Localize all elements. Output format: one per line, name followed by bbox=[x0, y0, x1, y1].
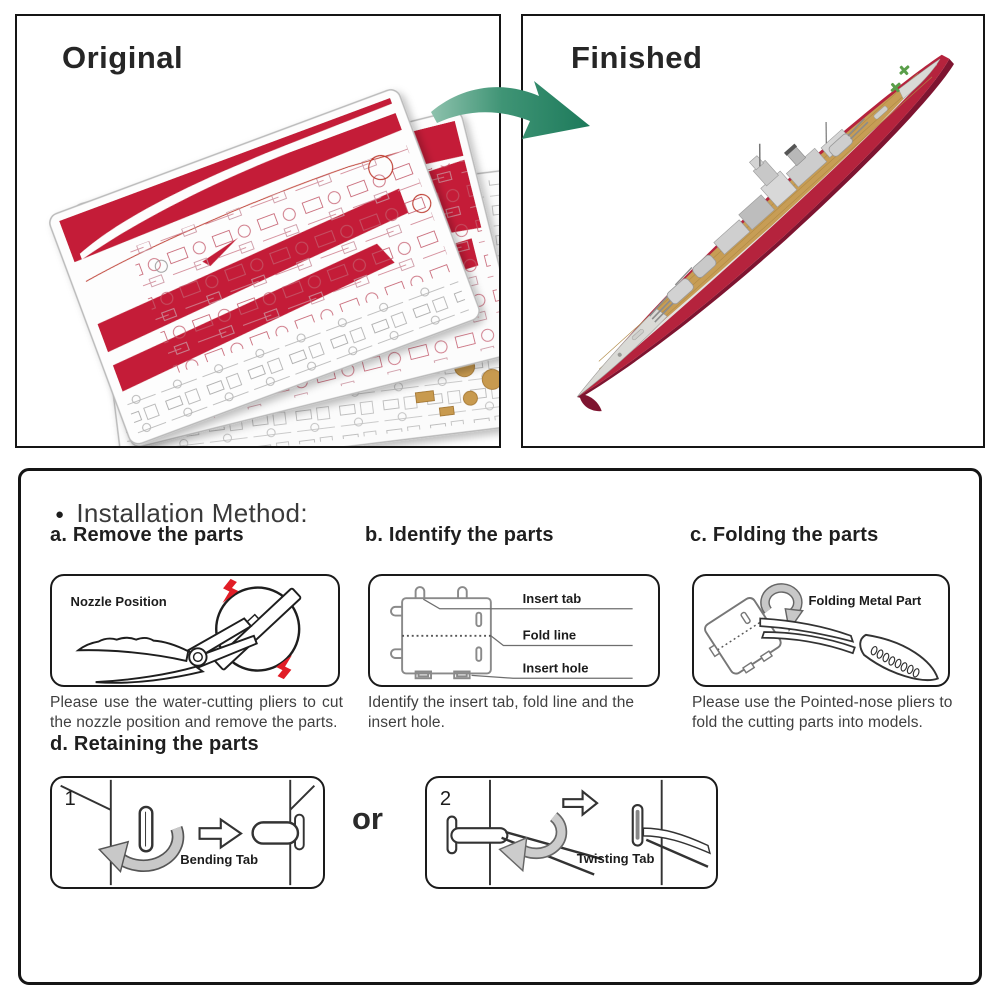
option-1-number: 1 bbox=[65, 788, 76, 810]
step-d-heading: d. Retaining the parts bbox=[50, 733, 259, 755]
bending-tab-diagram: 1 Bending Tab bbox=[50, 776, 325, 889]
step-c-heading: c. Folding the parts bbox=[690, 524, 879, 546]
original-panel: Original bbox=[15, 14, 501, 448]
bullet-icon: ● bbox=[55, 506, 65, 523]
aircraft-icons bbox=[890, 65, 910, 93]
installation-header-text: Installation Method: bbox=[76, 498, 308, 528]
finished-title: Finished bbox=[571, 40, 703, 75]
finished-panel: Finished bbox=[521, 14, 985, 448]
fold-arrow-icon bbox=[760, 583, 804, 632]
step-arrow-icon bbox=[562, 789, 599, 817]
battleship-illustration bbox=[576, 54, 954, 412]
step-a-heading: a. Remove the parts bbox=[50, 524, 244, 546]
flat-tab-icon bbox=[450, 827, 509, 844]
metal-sheets-illustration bbox=[49, 89, 499, 446]
remove-parts-diagram: Nozzle Position bbox=[50, 574, 340, 687]
step-arrow-icon bbox=[198, 817, 243, 850]
pointed-nose-pliers-icon bbox=[759, 617, 939, 681]
battleship-model bbox=[576, 54, 954, 412]
pliers-tip-icon bbox=[642, 827, 711, 855]
installation-header: ● Installation Method: bbox=[55, 498, 308, 529]
folding-metal-part-label: Folding Metal Part bbox=[808, 593, 921, 608]
twisted-tab-icon bbox=[635, 809, 640, 840]
fold-line-label: Fold line bbox=[523, 628, 577, 643]
bend-arrow-icon bbox=[97, 825, 185, 874]
bent-tab-icon bbox=[251, 821, 300, 845]
flat-part-icon bbox=[390, 586, 492, 680]
cut-flash-icon bbox=[222, 578, 292, 680]
original-title: Original bbox=[62, 40, 184, 75]
bending-tab-label: Bending Tab bbox=[180, 852, 258, 867]
step-a-caption: Please use the water-cutting pliers to c… bbox=[50, 694, 343, 731]
nozzle-position-label: Nozzle Position bbox=[71, 594, 167, 609]
twisting-tab-diagram: 2 Twisting Tab bbox=[425, 776, 718, 889]
tilted-part-icon bbox=[704, 597, 782, 675]
step-b-heading: b. Identify the parts bbox=[365, 524, 554, 546]
or-label: or bbox=[352, 801, 383, 836]
insert-hole-label: Insert hole bbox=[523, 660, 589, 675]
option-2-number: 2 bbox=[440, 788, 451, 810]
metal-sheet-front bbox=[49, 89, 480, 445]
cutting-pliers-icon bbox=[75, 617, 258, 684]
arrow-right-icon bbox=[431, 81, 590, 139]
step-b-caption: Identify the insert tab, fold line and t… bbox=[368, 694, 635, 731]
twisting-tab-label: Twisting Tab bbox=[577, 851, 655, 866]
step-c-caption: Please use the Pointed-nose pliers to fo… bbox=[692, 694, 953, 731]
identify-parts-diagram: Insert tab Fold line Insert hole bbox=[368, 574, 660, 687]
installation-panel: ● Installation Method: a. Remove the part… bbox=[18, 468, 982, 985]
insert-tab-label: Insert tab bbox=[523, 591, 582, 606]
twist-arrow-icon bbox=[498, 812, 568, 873]
folding-parts-diagram: Folding Metal Part bbox=[692, 574, 950, 687]
